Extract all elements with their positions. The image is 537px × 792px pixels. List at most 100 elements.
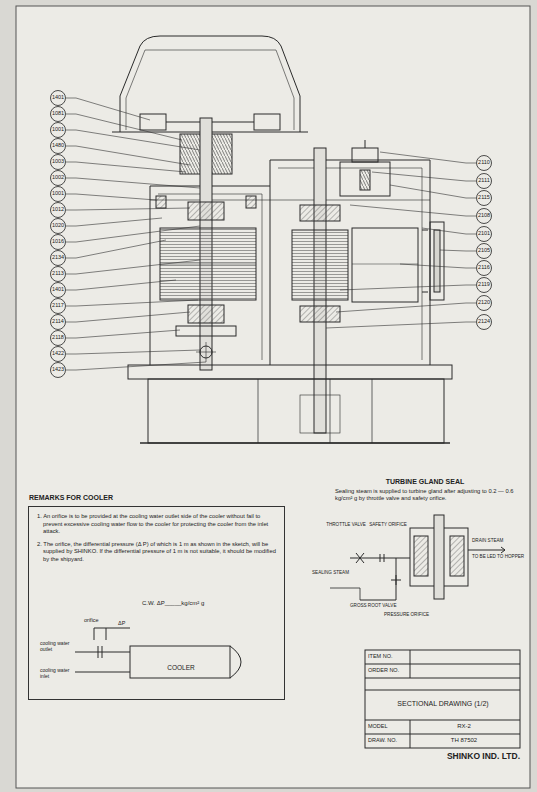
callout-number: 1480 [50, 138, 66, 154]
valve-label: GROSS ROOT VALVE [350, 603, 400, 608]
table-cell: RX-2 [414, 723, 514, 730]
callout-circle-outline [51, 331, 66, 346]
callout-number: 2101 [476, 226, 492, 242]
callout-number: 2108 [476, 208, 492, 224]
callout-circle-outline [51, 91, 66, 106]
callout-number: 2115 [476, 190, 492, 206]
callout-circle-outline [51, 235, 66, 250]
callout-number-text: 1422 [52, 351, 64, 357]
callout-circle-outline [477, 296, 492, 311]
leader-line [66, 146, 190, 165]
callout-number-text: 1001 [52, 191, 64, 197]
remarks-note: 1. An orifice is to be provided at the c… [37, 513, 276, 536]
leader-line [66, 208, 190, 210]
callout-number: 1001 [50, 186, 66, 202]
callout-number-text: 2118 [52, 335, 64, 341]
callout-number: 1020 [50, 218, 66, 234]
table-cell: MODEL [368, 723, 408, 729]
callout-number: 1002 [50, 170, 66, 186]
leader-line [66, 362, 206, 370]
callout-number-text: 2117 [52, 303, 64, 309]
callout-number-text: 2119 [478, 282, 490, 288]
callout-circle-outline [477, 227, 492, 242]
leader-line [66, 300, 198, 306]
callout-number: 1401 [50, 282, 66, 298]
callout-number: 2110 [476, 155, 492, 171]
callout-circle-outline [477, 261, 492, 276]
table-cell: TH 87502 [414, 737, 514, 744]
callout-number: 2119 [476, 277, 492, 293]
leader-line [336, 303, 476, 312]
callout-circle-outline [51, 187, 66, 202]
callout-circle-outline [477, 156, 492, 171]
callout-number-text: 2120 [478, 300, 490, 306]
pipe-label: cooling water outlet [40, 641, 74, 653]
callout-number: 2118 [50, 330, 66, 346]
leader-line [66, 218, 162, 226]
callout-number: 2114 [50, 314, 66, 330]
leader-line [66, 114, 182, 140]
callout-number: 1016 [50, 234, 66, 250]
callout-circle-outline [51, 219, 66, 234]
callout-number: 2120 [476, 295, 492, 311]
callout-number-text: 2113 [52, 271, 64, 277]
callout-circle-outline [51, 283, 66, 298]
leader-line [66, 312, 190, 322]
leader-line [326, 322, 476, 328]
pressure-label: ΔP [118, 620, 138, 626]
callout-number-text: 1401 [52, 287, 64, 293]
callout-circle-outline [51, 139, 66, 154]
remarks-note: 2. The orifice, the differential pressur… [37, 541, 276, 564]
callout-number: 1012 [50, 202, 66, 218]
callout-number-text: 1401 [52, 95, 64, 101]
orifice-label: SAFETY ORIFICE [368, 522, 408, 527]
callout-number: 1003 [50, 154, 66, 170]
callout-number-text: 1480 [52, 143, 64, 149]
callout-number-text: 2114 [52, 319, 64, 325]
pipe-label: TO BE LED TO HOPPER [472, 554, 526, 559]
callout-circle-outline [51, 203, 66, 218]
callout-number-text: 2134 [52, 255, 64, 261]
orifice-label: PRESSURE ORIFICE [384, 612, 434, 617]
callout-number: 2113 [50, 266, 66, 282]
callout-circle-outline [51, 347, 66, 362]
callout-circle-outline [51, 107, 66, 122]
callout-number-text: 1012 [52, 207, 64, 213]
leader-line [380, 152, 476, 163]
callout-number: 1423 [50, 362, 66, 378]
callout-number: 1001 [50, 122, 66, 138]
leader-line [66, 178, 200, 188]
callout-number: 2134 [50, 250, 66, 266]
callout-circle-outline [477, 315, 492, 330]
leader-line [66, 98, 150, 120]
callout-number-text: 2115 [478, 195, 490, 201]
callout-number-text: 1423 [52, 367, 64, 373]
callout-circle-outline [51, 171, 66, 186]
callout-circle-outline [51, 315, 66, 330]
leader-line [66, 130, 200, 150]
leader-line [422, 228, 476, 234]
callout-circle-outline [51, 123, 66, 138]
callout-number-text: 1001 [52, 127, 64, 133]
leader-line [390, 185, 476, 198]
leader-line [66, 260, 200, 274]
valve-label: THROTTLE VALVE [326, 522, 366, 527]
callout-circle-outline [51, 267, 66, 282]
leader-line [66, 194, 156, 200]
callout-number: 2117 [50, 298, 66, 314]
remarks-heading: REMARKS FOR COOLER [29, 494, 113, 501]
callout-number-text: 2105 [478, 248, 490, 254]
callout-number-text: 1016 [52, 239, 64, 245]
note-text: Sealing steam is supplied to turbine gla… [335, 488, 515, 501]
leader-line [340, 285, 476, 290]
callout-circle-outline [51, 155, 66, 170]
callout-number-text: 1081 [52, 111, 64, 117]
leader-line [350, 205, 476, 216]
leader-line [66, 280, 176, 290]
cooler-box: COOLER [151, 657, 211, 677]
table-cell: DRAW. NO. [368, 737, 408, 743]
drawing-title: SECTIONAL DRAWING (1/2) [368, 700, 518, 708]
callout-circle-outline [477, 278, 492, 293]
cooler-label: COOLER [167, 664, 194, 671]
